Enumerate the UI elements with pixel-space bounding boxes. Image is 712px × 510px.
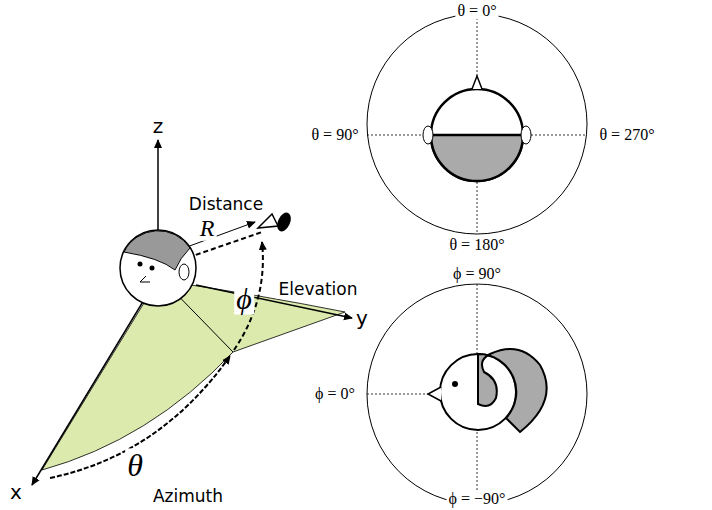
eye bbox=[452, 381, 458, 387]
nose bbox=[140, 276, 150, 282]
axis-label: ϕ = 90° bbox=[451, 265, 503, 283]
nose bbox=[428, 387, 441, 401]
axis-label: Azimuth bbox=[151, 487, 225, 506]
axis-label: ϕ = −90° bbox=[447, 490, 508, 508]
ground-plane bbox=[42, 280, 345, 470]
axis-label: θ = 0° bbox=[455, 2, 498, 20]
x-axis bbox=[32, 290, 150, 485]
eye bbox=[138, 262, 143, 267]
axis-label: θ = 90° bbox=[309, 126, 360, 144]
hair bbox=[124, 231, 190, 270]
elevation-arc bbox=[234, 242, 263, 350]
nose bbox=[472, 76, 482, 89]
eye bbox=[150, 266, 155, 271]
source bbox=[274, 210, 293, 233]
axis-label: Elevation bbox=[277, 280, 360, 299]
ear bbox=[521, 126, 531, 144]
head-top bbox=[431, 89, 523, 181]
ear bbox=[423, 126, 433, 144]
ear bbox=[179, 264, 189, 280]
axis-label: y bbox=[354, 307, 370, 329]
elevation-circle bbox=[367, 284, 587, 504]
axis-label: θ = 180° bbox=[447, 236, 506, 254]
axis-label: ϕ bbox=[234, 282, 254, 315]
hair bbox=[478, 349, 547, 432]
z-axis bbox=[157, 140, 159, 240]
source bbox=[258, 214, 278, 228]
axis-label: θ bbox=[125, 448, 145, 483]
azimuth-circle bbox=[367, 14, 587, 234]
axis-label: ϕ = 0° bbox=[313, 385, 357, 403]
head bbox=[120, 230, 196, 306]
axis-label: R bbox=[198, 215, 217, 241]
axis-label: θ = 270° bbox=[597, 126, 656, 144]
axis-label: z bbox=[151, 115, 166, 137]
axis-label: x bbox=[8, 481, 24, 503]
hair bbox=[431, 135, 523, 181]
axis-label: Distance bbox=[187, 195, 265, 214]
